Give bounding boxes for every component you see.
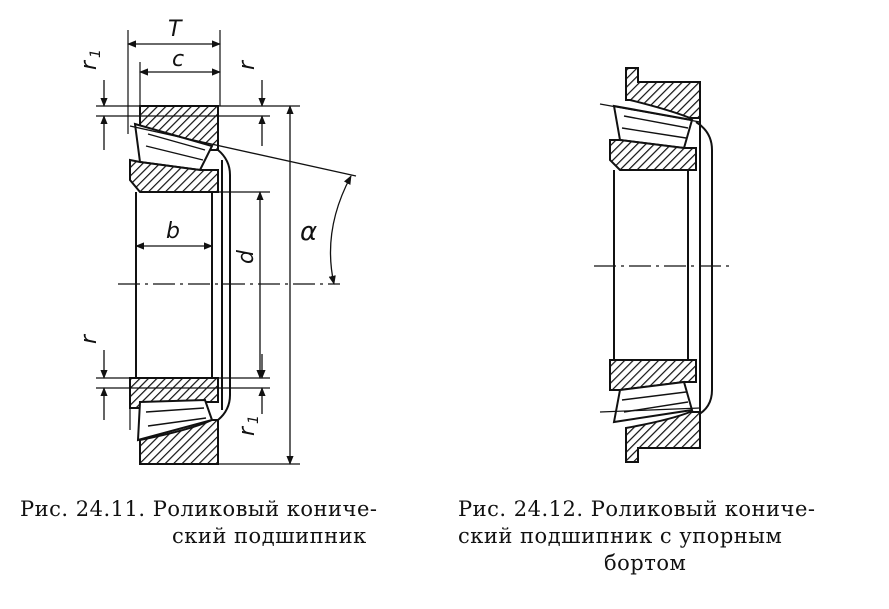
- caption-figure-24-12: Рис. 24.12. Роликовый кониче- ский подши…: [458, 496, 878, 577]
- inner-ring-top: [129, 158, 219, 193]
- label-alpha: α: [300, 217, 317, 247]
- label-r1-top-sub: 1: [88, 49, 104, 58]
- label-b: b: [166, 219, 180, 244]
- label-r1-bottom: r: [235, 425, 260, 436]
- caption-24-12-line3: бортом: [604, 551, 687, 575]
- label-d: d: [234, 249, 259, 264]
- caption-24-12-line2: ский подшипник с упорным: [458, 524, 783, 548]
- outer-ring-bottom: [139, 419, 219, 465]
- caption-24-12-line1: Рис. 24.12. Роликовый кониче-: [458, 497, 816, 521]
- figure-24-12-drawing: [594, 67, 730, 463]
- caption-24-11-line1: Рис. 24.11. Роликовый кониче-: [20, 497, 378, 521]
- outer-ring-flange-bottom: [625, 411, 701, 463]
- caption-24-11-line2: ский подшипник: [172, 524, 367, 548]
- label-r-bottom: r: [77, 333, 102, 344]
- label-r-top: r: [235, 59, 260, 70]
- inner-ring-top-2: [609, 139, 697, 171]
- label-r1-top: r: [77, 59, 102, 70]
- label-c: c: [172, 47, 184, 72]
- figure-24-11-labels: T c r 1 r b d α r r 1: [77, 17, 317, 436]
- outer-ring-flange-top: [625, 67, 701, 119]
- caption-figure-24-11: Рис. 24.11. Роликовый кониче- ский подши…: [20, 496, 440, 550]
- label-r1-bottom-sub: 1: [246, 415, 262, 424]
- figure-24-11-drawing: [96, 30, 357, 465]
- label-T: T: [168, 17, 183, 42]
